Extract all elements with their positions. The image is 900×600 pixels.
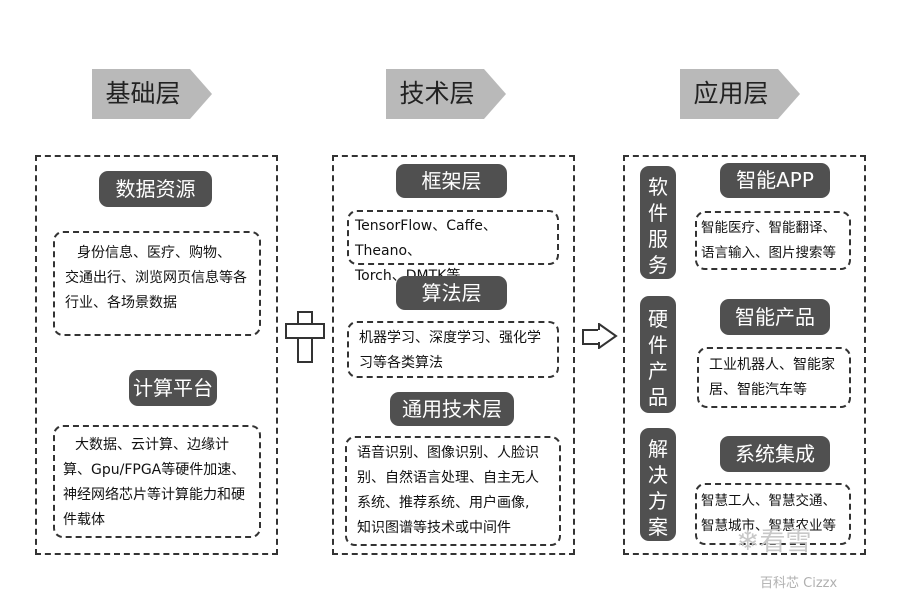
hardware-product-label: 硬件产品 <box>640 296 676 413</box>
smart-app-line-2: 语言输入、图片搜索等 <box>701 245 836 261</box>
data-resources-pill: 数据资源 <box>99 171 212 207</box>
system-line-2: 智慧城市、智慧农业等 <box>701 518 836 534</box>
system-line-1: 智慧工人、智慧交通、 <box>701 493 836 509</box>
data-resources-line-1: 身份信息、医疗、购物、 <box>77 245 231 261</box>
smart-product-pill: 智能产品 <box>720 299 830 335</box>
framework-line-1: TensorFlow、Caffe、Theano、 <box>355 218 497 259</box>
compute-line-2: 算、Gpu/FPGA等硬件加速、 <box>63 462 246 478</box>
compute-line-4: 件载体 <box>63 512 105 528</box>
software-service-label: 软件服务 <box>640 166 676 279</box>
header-app-label: 应用层 <box>693 79 769 108</box>
header-tech-label: 技术层 <box>399 79 475 108</box>
smart-app-box: 智能医疗、智能翻译、 语言输入、图片搜索等 <box>695 211 851 270</box>
header-basic-label: 基础层 <box>105 79 181 108</box>
compute-platform-pill: 计算平台 <box>129 370 217 406</box>
smart-product-line-1: 工业机器人、智能家 <box>709 357 835 373</box>
watermark-logo: ❄看雪 <box>736 524 812 557</box>
general-tech-pill: 通用技术层 <box>390 392 514 426</box>
framework-pill: 框架层 <box>396 164 507 198</box>
smart-app-line-1: 智能医疗、智能翻译、 <box>701 220 836 236</box>
smart-product-line-2: 居、智能汽车等 <box>709 382 807 398</box>
general-line-1: 语音识别、图像识别、人脸识 <box>357 445 539 461</box>
data-resources-box: 身份信息、医疗、购物、 交通出行、浏览网页信息等各 行业、各场景数据 <box>53 231 261 336</box>
compute-line-1: 大数据、云计算、边缘计 <box>75 437 229 453</box>
algorithm-box: 机器学习、深度学习、强化学 习等各类算法 <box>347 321 559 378</box>
algorithm-line-2: 习等各类算法 <box>359 355 443 371</box>
algorithm-line-1: 机器学习、深度学习、强化学 <box>359 330 541 346</box>
compute-platform-box: 大数据、云计算、边缘计 算、Gpu/FPGA等硬件加速、 神经网络芯片等计算能力… <box>53 425 261 538</box>
data-resources-line-3: 行业、各场景数据 <box>65 295 177 311</box>
solution-label: 解决方案 <box>640 428 676 541</box>
tech-layer-panel <box>332 155 575 555</box>
app-layer-panel <box>623 155 866 555</box>
general-line-2: 别、自然语言处理、自主无人 <box>357 470 539 486</box>
compute-line-3: 神经网络芯片等计算能力和硬 <box>63 487 245 503</box>
algorithm-pill: 算法层 <box>396 276 507 310</box>
watermark-brand: 百科芯 Cizzx <box>760 576 838 591</box>
data-resources-line-2: 交通出行、浏览网页信息等各 <box>65 270 247 286</box>
framework-box: TensorFlow、Caffe、Theano、 Torch、DMTK等 <box>347 210 559 284</box>
basic-layer-panel <box>35 155 278 555</box>
snowflake-icon: ❄ <box>736 524 760 557</box>
system-integration-box: 智慧工人、智慧交通、 智慧城市、智慧农业等 <box>695 483 851 545</box>
system-integration-pill: 系统集成 <box>720 436 830 472</box>
general-tech-box: 语音识别、图像识别、人脸识 别、自然语言处理、自主无人 系统、推荐系统、用户画像… <box>345 436 561 546</box>
smart-product-box: 工业机器人、智能家 居、智能汽车等 <box>697 347 851 408</box>
general-line-4: 知识图谱等技术或中间件 <box>357 520 511 536</box>
smart-app-pill: 智能APP <box>720 163 830 198</box>
general-line-3: 系统、推荐系统、用户画像, <box>357 495 530 511</box>
